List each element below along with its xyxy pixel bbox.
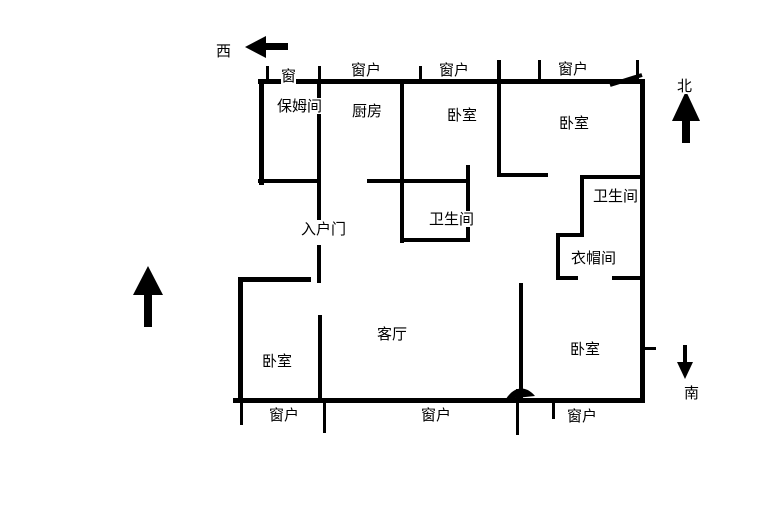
wall-bathroom-center-top: [403, 179, 468, 183]
wall-bathroom-center-right: [466, 165, 470, 242]
room-label-bathroom-center: 卫生间: [429, 210, 475, 228]
wall-exterior-left-lower: [238, 277, 243, 403]
north-arrow-icon: [672, 91, 700, 143]
room-label-bedroom-bottom-right: 卧室: [570, 340, 601, 358]
window-tick: [516, 389, 519, 435]
wall-cloakroom-left: [556, 233, 560, 280]
wall-cloakroom-bottom-b: [612, 276, 643, 280]
window-label-top-small: 窗: [281, 67, 297, 85]
compass-south-label: 南: [684, 384, 700, 402]
wall-bedrooms-top-divider: [497, 60, 501, 177]
wall-kitchen-right: [400, 83, 404, 243]
window-tick: [636, 60, 639, 80]
window-label-bottom-2: 窗户: [421, 406, 452, 424]
south-arrow-icon: [677, 345, 693, 379]
entry-door-label: 入户门: [301, 220, 347, 238]
wall-bedroom-botright-left: [519, 283, 523, 399]
window-tick: [538, 60, 541, 80]
wall-exterior-left-upper: [259, 79, 264, 185]
window-tick: [419, 66, 422, 80]
wall-exterior-bottom: [233, 398, 645, 403]
wall-bedroom-topright-bottom: [497, 173, 548, 177]
window-label-top-2: 窗户: [439, 61, 470, 79]
compass-west-label: 西: [216, 42, 232, 60]
wall-nanny-room-bottom: [258, 179, 320, 183]
room-label-kitchen: 厨房: [352, 102, 383, 120]
window-tick: [552, 402, 555, 419]
wall-entry-lower: [317, 245, 321, 283]
up-arrow-icon: [133, 266, 163, 327]
wall-bedroom-left-right: [318, 315, 322, 399]
wall-exterior-top: [258, 79, 645, 84]
wall-bathroom-right-top: [580, 175, 643, 179]
room-label-living-room: 客厅: [377, 325, 408, 343]
room-label-nanny: 保姆间: [277, 97, 323, 115]
window-tick: [318, 66, 321, 80]
window-label-top-1: 窗户: [351, 61, 382, 79]
wall-cloakroom-bottom-a: [558, 276, 578, 280]
window-label-top-3: 窗户: [558, 60, 589, 78]
wall-bedroom-left-top: [238, 277, 311, 282]
window-tick: [643, 347, 656, 350]
room-label-bedroom-bottom-left: 卧室: [262, 352, 293, 370]
room-label-bathroom-right: 卫生间: [593, 187, 639, 205]
wall-kitchen-bottom: [367, 179, 403, 183]
wall-exterior-right: [640, 79, 645, 403]
room-label-cloakroom: 衣帽间: [571, 249, 617, 267]
window-tick: [266, 66, 269, 80]
window-tick: [323, 402, 326, 433]
wall-cloakroom-step: [556, 233, 584, 237]
window-label-bottom-1: 窗户: [269, 406, 300, 424]
wall-entry-upper: [317, 79, 321, 220]
wall-bathroom-center-bottom: [400, 238, 470, 242]
corner-stroke: [609, 73, 643, 87]
room-label-bedroom-top-left: 卧室: [447, 106, 478, 124]
window-tick: [240, 402, 243, 425]
west-arrow-icon: [245, 36, 288, 58]
compass-north-label: 北: [677, 77, 693, 95]
door-swing: [506, 388, 535, 399]
room-label-bedroom-top-right: 卧室: [559, 114, 590, 132]
wall-bathroom-right-left: [580, 175, 584, 237]
window-label-bottom-3: 窗户: [567, 407, 598, 425]
